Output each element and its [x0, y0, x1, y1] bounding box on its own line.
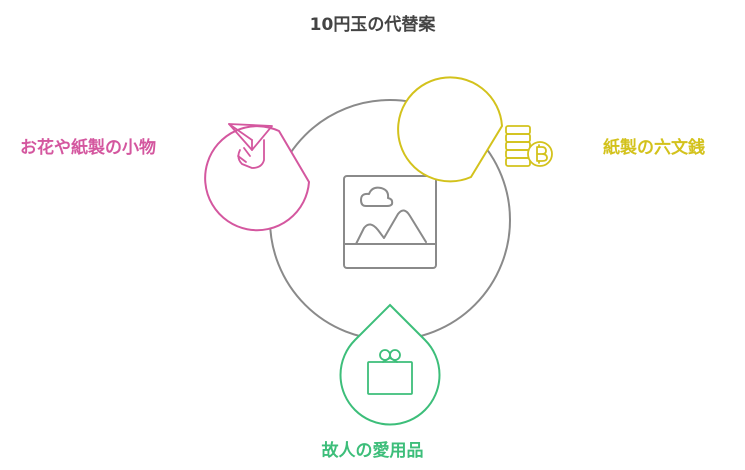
diagram-title: 10円玉の代替案 [309, 15, 436, 35]
label-paper-rokumonsen: 紙製の六文銭 [603, 138, 705, 158]
teardrop-bottom [339, 303, 441, 426]
label-paper-crafts: お花や紙製の小物 [20, 138, 156, 158]
label-belongings: 故人の愛用品 [321, 441, 424, 461]
coins-icon [505, 125, 553, 167]
gift-box-icon [367, 349, 413, 395]
paper-plane-hand-icon [228, 123, 273, 169]
teardrop-right [397, 76, 504, 183]
image-placeholder-icon [343, 175, 437, 269]
teardrop-left [204, 125, 311, 232]
